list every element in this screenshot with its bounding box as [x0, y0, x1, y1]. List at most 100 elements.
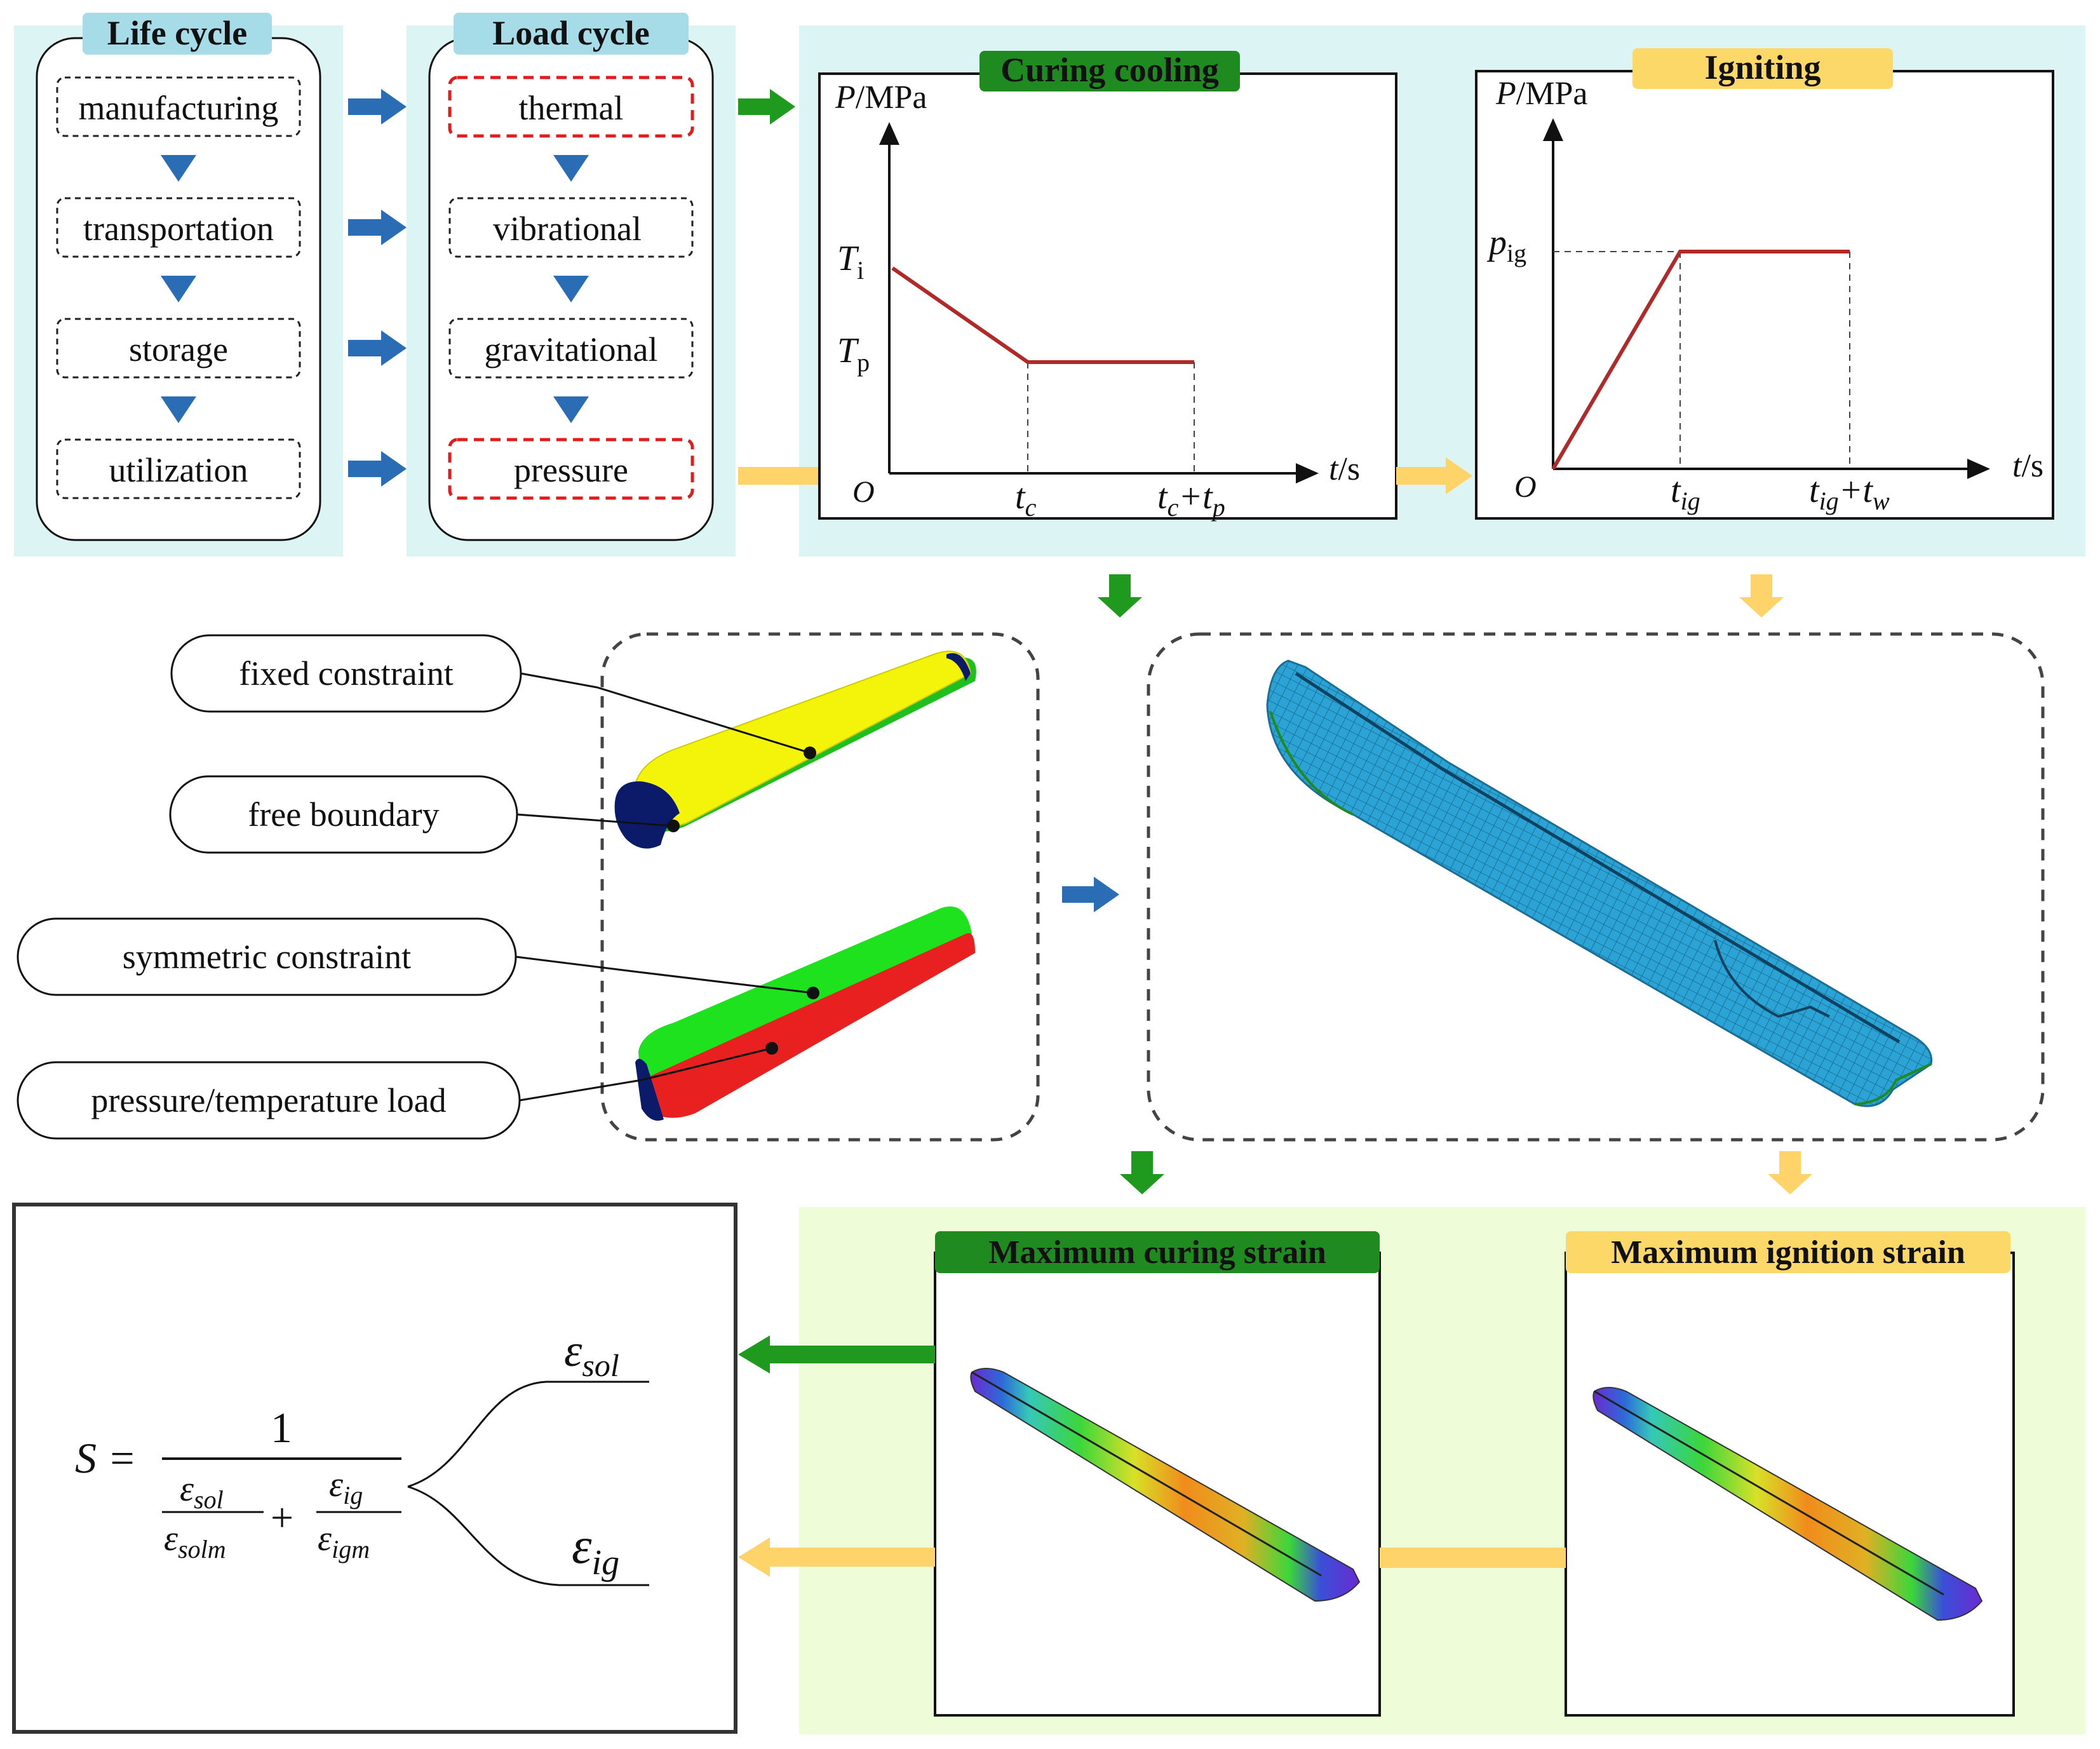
curing-chart-title-bg — [979, 51, 1240, 91]
lifecycle-item-storage: storage — [56, 318, 301, 379]
curing-x-label: t/s — [1329, 451, 1360, 487]
svg-text:symmetric constraint: symmetric constraint — [123, 938, 411, 976]
curing-curve — [891, 266, 1194, 364]
blue-arrow-icon — [348, 210, 407, 245]
green-down-arrow-icon — [1098, 574, 1142, 618]
formula-branch-upper — [407, 1381, 649, 1488]
curing-strain-contour — [970, 1368, 1361, 1602]
igniting-tick-pig: pig — [1486, 223, 1526, 267]
lifecycle-header — [83, 13, 272, 55]
formula-branch-lower — [407, 1485, 649, 1586]
curing-tick-Ti: Ti — [837, 239, 864, 285]
svg-text:fixed constraint: fixed constraint — [239, 654, 453, 692]
formula-eps-sol: εsol — [564, 1325, 619, 1383]
down-triangle-icon — [553, 396, 589, 423]
formula-lhs: S = — [75, 1434, 137, 1482]
blue-arrow-icon — [1062, 877, 1119, 912]
yellow-connector — [738, 467, 821, 485]
curing-result-label-bg — [935, 1231, 1380, 1273]
callout-symmetric-constraint: symmetric constraint — [17, 917, 517, 996]
callout-dot — [807, 987, 819, 999]
green-down-arrow-icon — [1120, 1151, 1164, 1194]
arrow-head-icon — [1296, 463, 1319, 483]
green-arrow-icon — [738, 89, 795, 125]
svg-text:vibrational: vibrational — [493, 210, 642, 248]
lifecycle-item-utilization: utilization — [56, 438, 301, 499]
curing-chart-title: Curing cooling — [1000, 51, 1219, 89]
arrow-head-icon — [1543, 118, 1563, 141]
svg-text:storage: storage — [129, 330, 228, 368]
svg-text:pressure: pressure — [514, 451, 628, 489]
callout-leader — [516, 813, 674, 827]
igniting-origin: O — [1514, 470, 1537, 504]
callout-dot — [667, 820, 680, 832]
callout-dot — [765, 1042, 778, 1055]
loadcycle-item-vibrational: vibrational — [448, 197, 694, 258]
curing-chart-frame — [818, 72, 1397, 520]
formula-term2-den: εigm — [318, 1519, 370, 1563]
yellow-connector — [1380, 1548, 1566, 1568]
svg-text:free boundary: free boundary — [248, 795, 439, 834]
down-triangle-icon — [553, 155, 589, 182]
safety-factor-formula: S = 1 εsol εsolm + εig εigm — [75, 1403, 401, 1563]
yellow-down-arrow-icon — [1768, 1151, 1812, 1194]
arrow-head-icon — [879, 122, 899, 145]
ignition-result-label-bg — [1566, 1231, 2010, 1273]
lifecycle-item-manufacturing: manufacturing — [56, 76, 301, 137]
yellow-down-arrow-icon — [1739, 574, 1784, 618]
formula-box — [12, 1203, 737, 1734]
formula-term1-num: εsol — [180, 1469, 224, 1514]
callout-dot — [804, 746, 816, 759]
callout-pressure-temperature-load: pressure/temperature load — [17, 1061, 521, 1140]
blue-arrow-icon — [348, 451, 407, 487]
ignition-strain-contour — [1592, 1387, 1983, 1621]
igniting-y-label: P/MPa — [1495, 76, 1587, 112]
loadcycle-header — [454, 13, 689, 55]
geometry-dashed-frame — [600, 632, 1040, 1142]
curing-result-label: Maximum curing strain — [988, 1234, 1326, 1271]
callout-free-boundary: free boundary — [169, 775, 518, 854]
curing-tick-Tp: Tp — [837, 331, 870, 377]
svg-text:transportation: transportation — [83, 210, 274, 248]
grain-model-bottom — [635, 906, 975, 1121]
blue-arrow-icon — [348, 89, 407, 125]
loadcycle-title: Load cycle — [492, 14, 649, 52]
svg-text:thermal: thermal — [519, 89, 624, 127]
formula-term1-den: εsolm — [164, 1519, 226, 1563]
svg-text:utilization: utilization — [109, 451, 248, 489]
igniting-chart-title: Igniting — [1704, 48, 1821, 86]
lifecycle-item-transportation: transportation — [56, 197, 301, 258]
lifecycle-title: Life cycle — [107, 14, 247, 52]
green-left-arrow-icon — [738, 1335, 935, 1374]
curing-tick-tctp: tc+tp — [1157, 477, 1225, 522]
loadcycle-item-gravitational: gravitational — [448, 318, 694, 379]
callout-leader — [515, 956, 814, 994]
curing-origin: O — [852, 475, 875, 509]
igniting-tick-tig: tig — [1671, 471, 1700, 515]
curing-y-label: P/MPa — [835, 79, 927, 116]
callout-leader — [519, 1047, 772, 1102]
svg-text:manufacturing: manufacturing — [79, 89, 279, 127]
mesh-dashed-frame — [1147, 632, 2045, 1142]
mesh-model — [1266, 659, 1933, 1107]
grain-model-top — [614, 651, 976, 849]
igniting-x-label: t/s — [2012, 448, 2043, 484]
down-triangle-icon — [161, 396, 196, 423]
yellow-arrow-icon — [1396, 457, 1472, 494]
formula-numerator: 1 — [271, 1403, 292, 1452]
igniting-tick-tigtw: tig+tw — [1809, 471, 1890, 515]
svg-text:pressure/temperature load: pressure/temperature load — [91, 1081, 446, 1119]
formula-plus: + — [271, 1495, 293, 1540]
callout-leader — [520, 672, 811, 754]
callout-fixed-constraint: fixed constraint — [170, 634, 522, 713]
curing-tick-tc: tc — [1015, 477, 1037, 522]
arrow-head-icon — [1967, 459, 1990, 479]
igniting-chart-title-bg — [1632, 48, 1893, 89]
down-triangle-icon — [553, 276, 589, 302]
yellow-left-arrow-icon — [738, 1537, 935, 1577]
ignition-result-label: Maximum ignition strain — [1611, 1234, 1965, 1271]
down-triangle-icon — [161, 155, 196, 182]
loadcycle-item-thermal: thermal — [448, 76, 694, 138]
svg-text:gravitational: gravitational — [485, 330, 658, 368]
